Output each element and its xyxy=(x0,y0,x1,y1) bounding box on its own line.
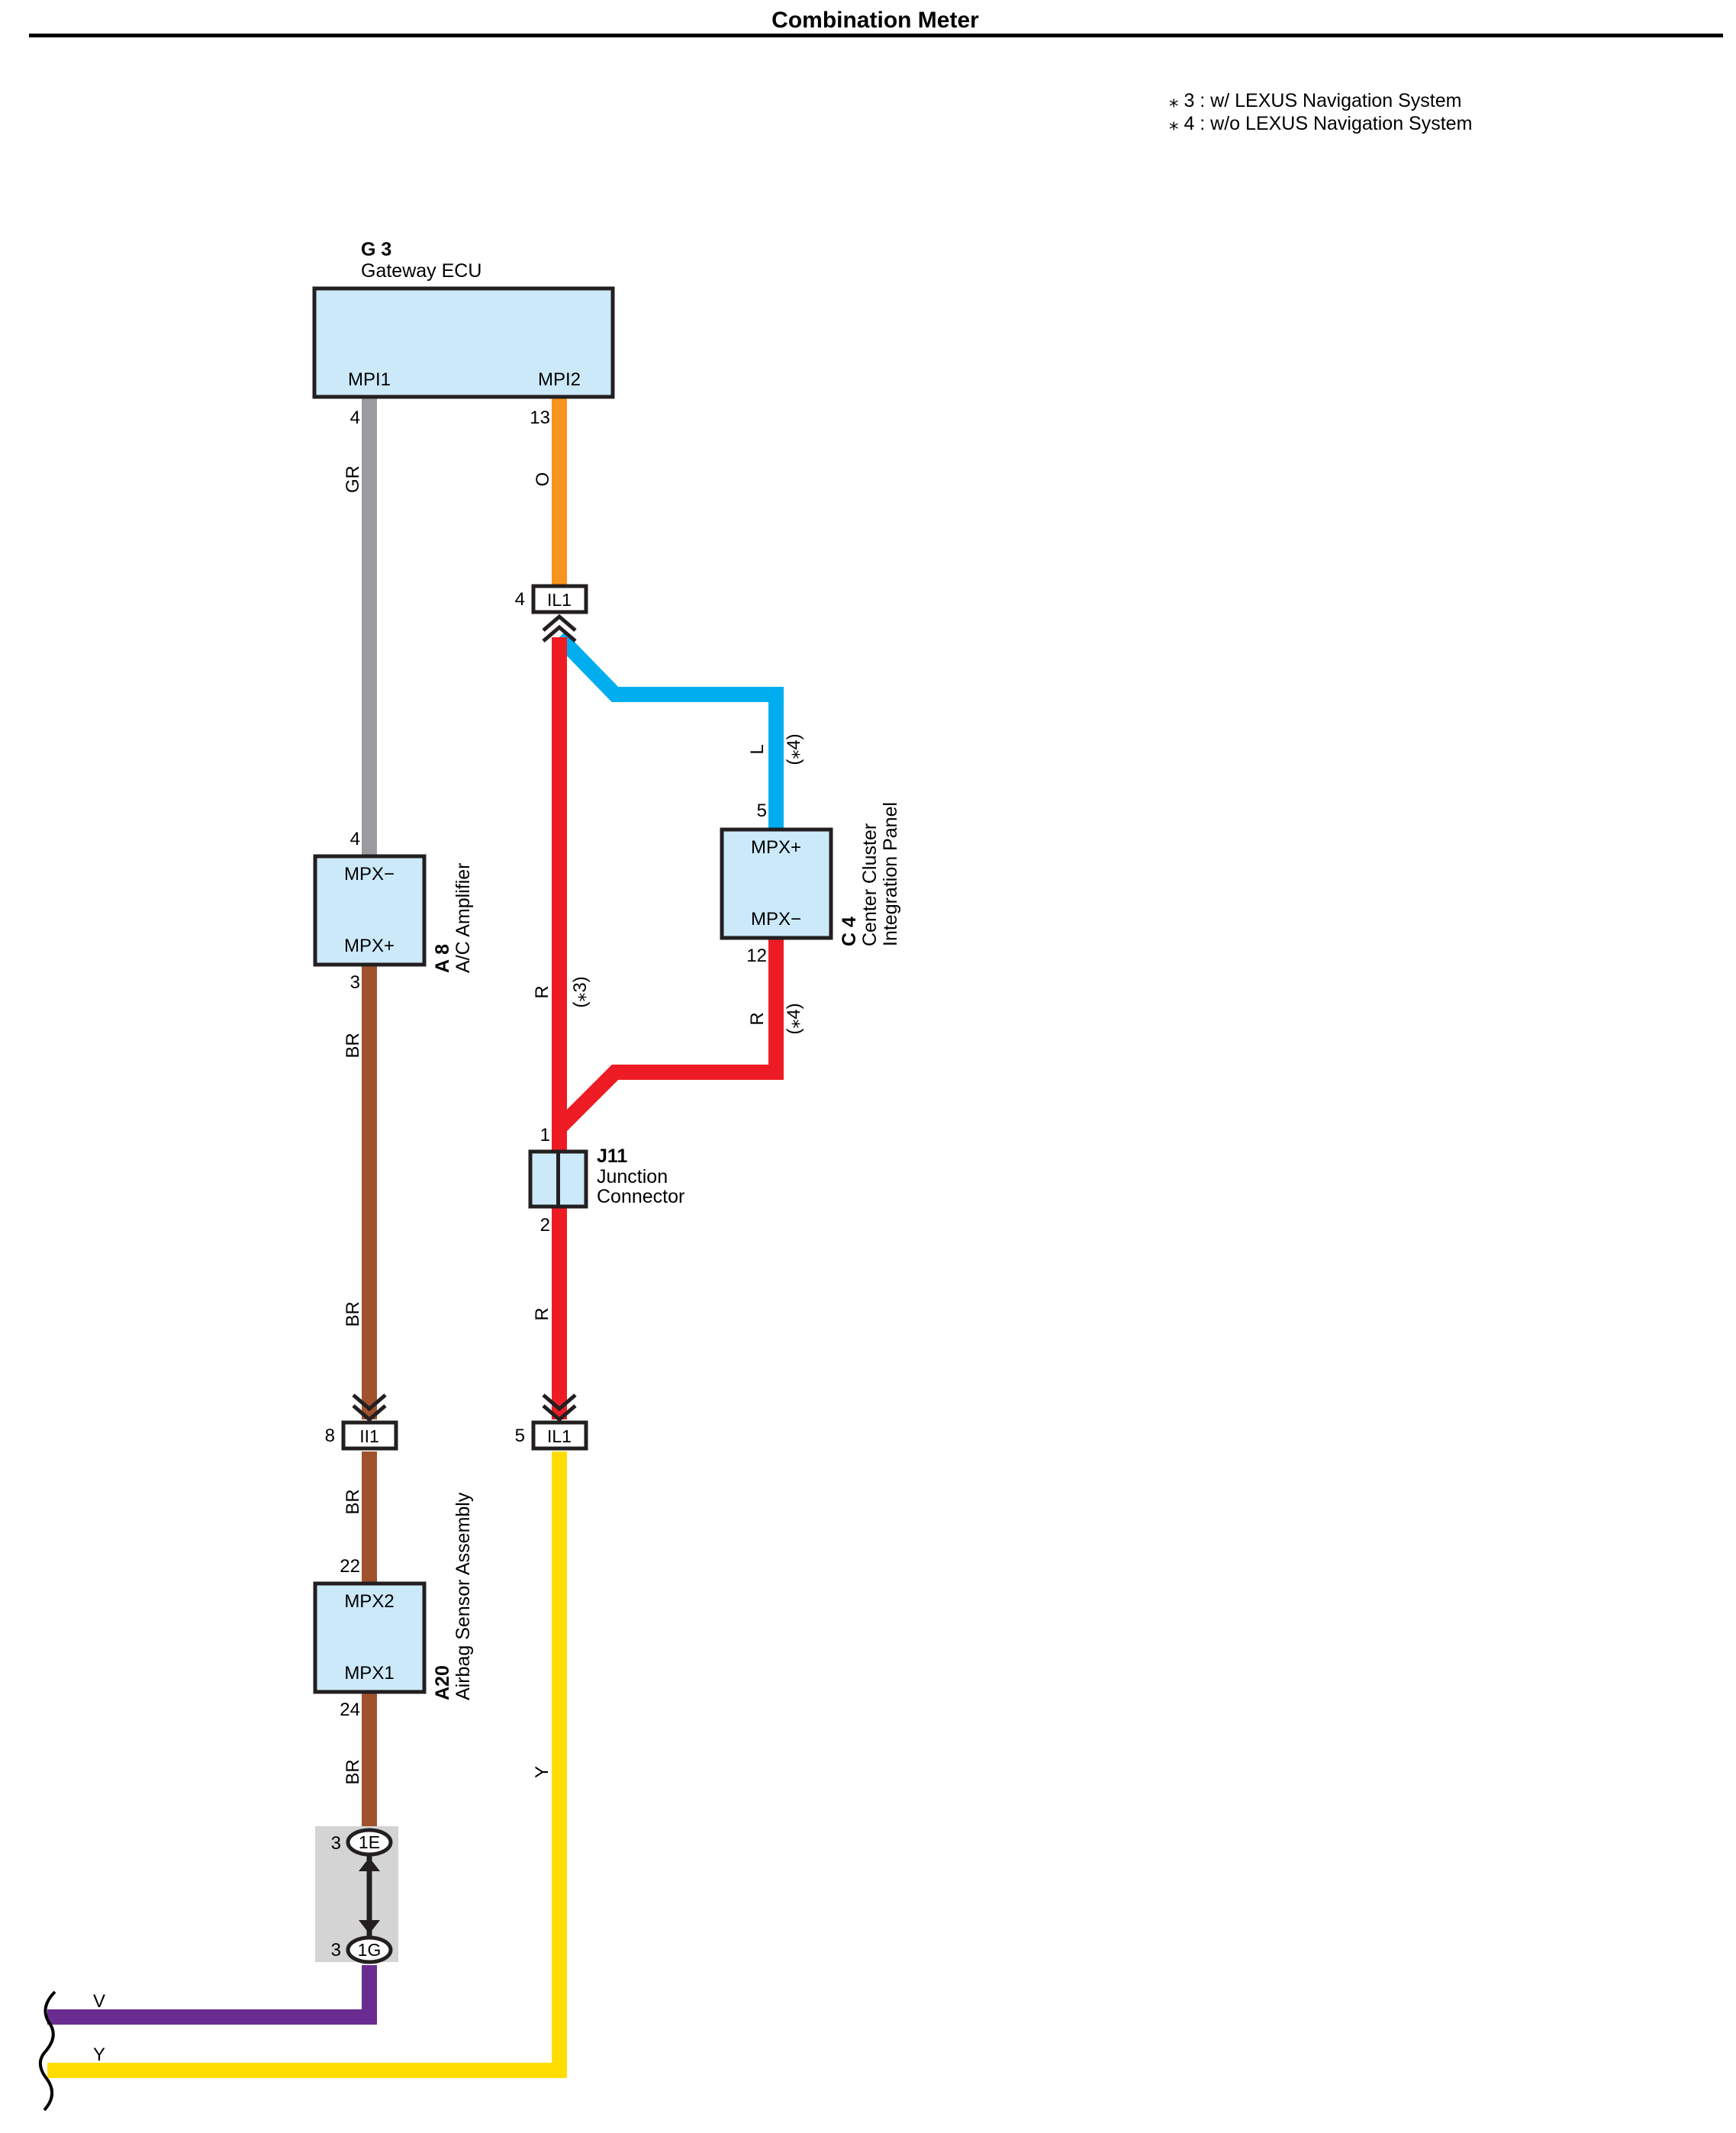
connector-1e-pin: 3 xyxy=(331,1833,341,1854)
ac-amplifier: 4 MPX− MPX+ 3 A 8 A/C Amplifier xyxy=(313,829,474,993)
wire-label-r-main-note: (⁎3) xyxy=(570,976,591,1007)
airbag-sensor-name: Airbag Sensor Assembly xyxy=(453,1492,474,1700)
connector-pair-arrow-down xyxy=(359,1920,380,1934)
junction-connector: 1 2 J11 Junction Connector xyxy=(528,1125,684,1236)
note-2: ⁎ 4 : w/o LEXUS Navigation System xyxy=(1169,113,1472,134)
connector-1e-label: 1E xyxy=(359,1832,380,1852)
center-cluster-name-2: Integration Panel xyxy=(880,802,901,946)
ac-amplifier-code: A 8 xyxy=(432,944,453,973)
wire-label-br-1: BR xyxy=(343,1033,363,1058)
airbag-sensor-code: A20 xyxy=(432,1665,453,1700)
airbag-sensor-num-24: 24 xyxy=(340,1700,360,1720)
wire-label-r-lower: R xyxy=(532,1307,552,1320)
center-cluster-num-12: 12 xyxy=(746,946,767,966)
connector-pair-arrow-up xyxy=(359,1858,380,1871)
connector-il1-bottom-pin: 5 xyxy=(515,1426,525,1446)
wire-label-l-note: (⁎4) xyxy=(784,733,804,765)
airbag-sensor-box xyxy=(313,1581,427,1694)
connector-ii1-label: II1 xyxy=(359,1426,379,1446)
junction-connector-name-2: Connector xyxy=(597,1186,684,1207)
wire-label-y: Y xyxy=(532,1766,552,1778)
gateway-ecu-num-13: 13 xyxy=(530,408,550,428)
gateway-ecu-num-4: 4 xyxy=(350,408,360,428)
page-title: Combination Meter xyxy=(771,8,979,33)
gateway-ecu-code: G 3 xyxy=(361,239,391,260)
connector-il1-bottom-arrow xyxy=(542,1394,577,1423)
wire-label-r-c4: R xyxy=(747,1012,768,1025)
wire-label-gr: GR xyxy=(343,466,363,493)
connector-ii1-box xyxy=(341,1420,398,1451)
gateway-ecu-box xyxy=(312,286,615,399)
connector-il1-top-label: IL1 xyxy=(547,590,572,610)
connector-1e-1g: 3 1E 3 1G xyxy=(315,1826,398,1964)
connector-1g-pin: 3 xyxy=(331,1940,341,1961)
connector-il1-top-box xyxy=(531,584,588,614)
wire-v xyxy=(47,1965,377,2025)
wire-label-l: L xyxy=(747,744,768,754)
wire-end-label-y: Y xyxy=(93,2044,105,2065)
junction-connector-num-2: 2 xyxy=(540,1215,550,1236)
gateway-ecu-pin-mpi2: MPI2 xyxy=(538,369,581,390)
junction-connector-name-1: Junction xyxy=(597,1166,668,1187)
junction-connector-num-1: 1 xyxy=(540,1125,550,1145)
ac-amplifier-num-3: 3 xyxy=(350,972,360,993)
airbag-sensor-num-22: 22 xyxy=(340,1556,360,1577)
connector-il1-top-pin: 4 xyxy=(515,589,525,610)
airbag-sensor-pin-mpx1: MPX1 xyxy=(344,1663,394,1684)
wire-label-br-2: BR xyxy=(343,1301,363,1326)
connector-il1-bottom-box xyxy=(531,1420,588,1451)
connector-il1-top: 4 IL1 xyxy=(515,584,588,643)
wire-y xyxy=(47,1452,567,2078)
ac-amplifier-pin-mpx-plus: MPX+ xyxy=(344,936,395,956)
ac-amplifier-pin-mpx-minus: MPX− xyxy=(344,864,395,884)
connector-il1-bottom: 5 IL1 xyxy=(515,1394,588,1451)
wire-label-o: O xyxy=(533,472,553,487)
gateway-ecu-pin-mpi1: MPI1 xyxy=(348,369,391,390)
connector-ii1: 8 II1 xyxy=(325,1394,398,1451)
connector-il1-bottom-label: IL1 xyxy=(547,1426,572,1446)
junction-connector-code: J11 xyxy=(597,1145,627,1167)
wire-r-c4 xyxy=(553,937,784,1134)
gateway-ecu: G 3 Gateway ECU MPI1 MPI2 4 13 xyxy=(312,239,615,428)
wire-end-label-v: V xyxy=(93,1991,105,2012)
center-cluster-box xyxy=(720,827,833,940)
connector-il1-top-arrow xyxy=(542,614,577,643)
center-cluster-code: C 4 xyxy=(839,917,860,946)
note-1: ⁎ 3 : w/ LEXUS Navigation System xyxy=(1169,90,1461,111)
connector-ii1-pin: 8 xyxy=(325,1426,335,1446)
ac-amplifier-num-4: 4 xyxy=(350,829,360,849)
wire-l xyxy=(553,632,784,828)
airbag-sensor-pin-mpx2: MPX2 xyxy=(344,1591,394,1612)
wire-label-r-main: R xyxy=(532,985,552,998)
title-rule xyxy=(29,34,1723,37)
ac-amplifier-name: A/C Amplifier xyxy=(453,863,474,973)
ac-amplifier-box xyxy=(313,854,427,967)
connector-ii1-arrow xyxy=(352,1394,387,1423)
center-cluster-name-1: Center Cluster xyxy=(859,823,881,946)
gateway-ecu-name: Gateway ECU xyxy=(361,260,482,282)
center-cluster-num-5: 5 xyxy=(757,801,767,821)
connector-1g-oval xyxy=(346,1935,393,1964)
wire-label-r-c4-note: (⁎4) xyxy=(784,1003,804,1034)
center-cluster-pin-mpx-minus: MPX− xyxy=(751,909,801,930)
center-cluster-pin-mpx-plus: MPX+ xyxy=(751,837,801,858)
connector-1g-label: 1G xyxy=(358,1940,382,1960)
airbag-sensor-assembly: 22 MPX2 MPX1 24 A20 Airbag Sensor Assemb… xyxy=(313,1492,474,1720)
connector-1e-oval xyxy=(346,1828,393,1857)
wire-end-brace xyxy=(38,1990,56,2112)
center-cluster-panel: 5 MPX+ MPX− 12 C 4 Center Cluster Integr… xyxy=(720,801,901,966)
wire-label-br-4: BR xyxy=(343,1759,363,1784)
wire-label-br-3: BR xyxy=(343,1489,363,1514)
